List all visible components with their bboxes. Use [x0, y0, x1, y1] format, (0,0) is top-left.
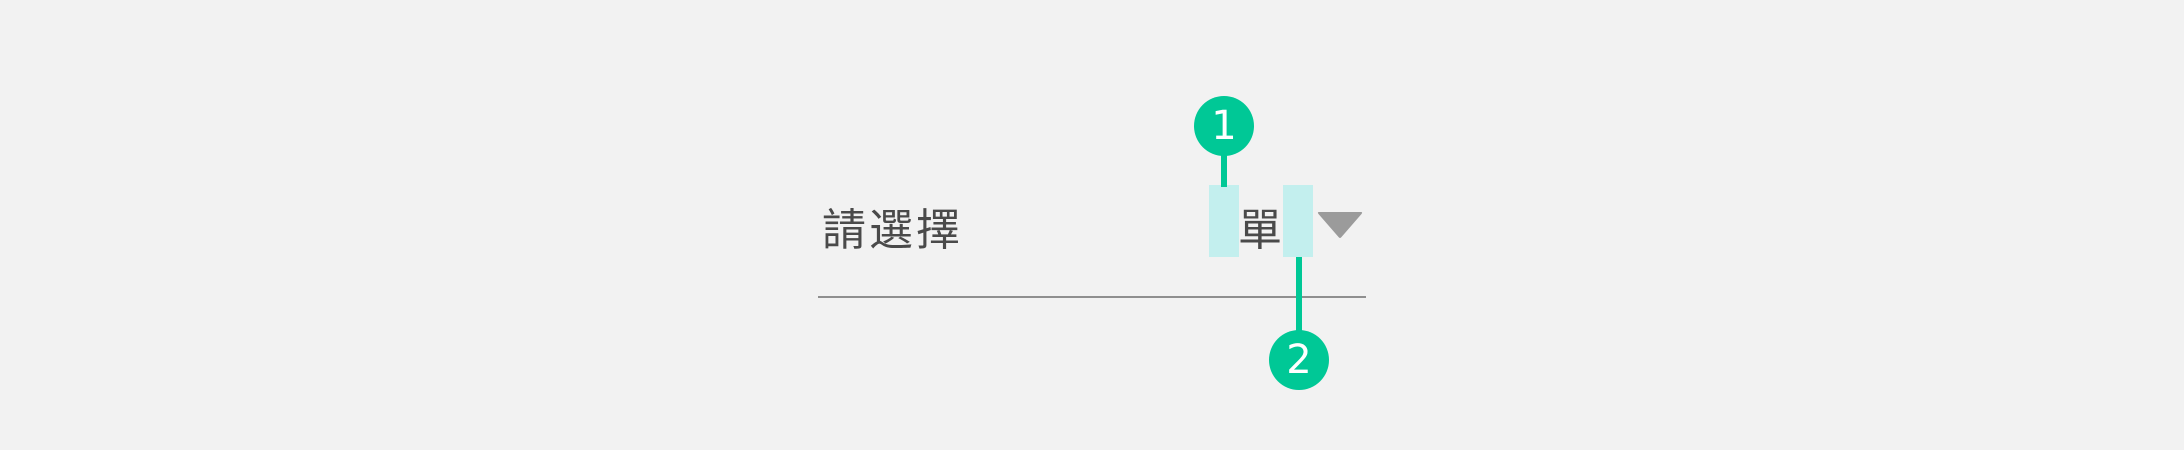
- annotation-badge-2: 2: [1269, 330, 1329, 390]
- annotation-badge-1: 1: [1194, 96, 1254, 156]
- annotation-1-connector: [1221, 150, 1227, 187]
- select-value: 單: [1238, 205, 1282, 256]
- select-placeholder: 請選擇: [822, 205, 963, 256]
- triangle-down-icon[interactable]: [1316, 209, 1364, 243]
- padding-highlight-left: [1209, 185, 1239, 257]
- padding-highlight-right: [1283, 185, 1313, 257]
- select-field[interactable]: 請選擇 單: [818, 185, 1366, 300]
- annotation-2-label: 2: [1286, 337, 1312, 383]
- annotation-1-label: 1: [1211, 103, 1237, 149]
- annotation-2-connector: [1296, 257, 1302, 332]
- select-underline: [818, 296, 1366, 298]
